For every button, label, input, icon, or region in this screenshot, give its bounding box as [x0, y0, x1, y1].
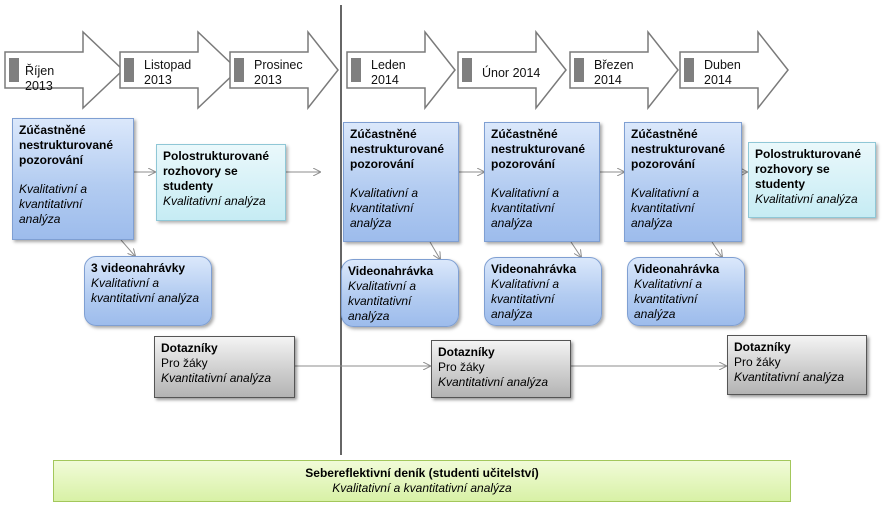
observation-title: Zúčastněné nestrukturované pozorování	[19, 123, 114, 167]
timeline-label: Březen 2014	[594, 58, 634, 87]
diary-bar: Sebereflektivní deník (studenti učitelst…	[53, 460, 791, 502]
video-subtitle: Kvalitativní a kvantitativní analýza	[348, 279, 417, 323]
questionnaire-subtitle: Kvantitativní analýza	[438, 375, 549, 389]
diary-title: Sebereflektivní deník (studenti učitelst…	[305, 466, 539, 480]
interview-subtitle: Kvalitativní analýza	[163, 194, 266, 208]
observation-subtitle: Kvalitativní a kvantitativní analýza	[350, 186, 419, 230]
video-box-mar: Videonahrávka Kvalitativní a kvantitativ…	[627, 257, 745, 326]
connector-obs1-to-video1	[120, 239, 135, 256]
diary-subtitle: Kvalitativní a kvantitativní analýza	[332, 481, 512, 495]
questionnaire-title: Dotazníky	[438, 345, 495, 359]
observation-box-feb: Zúčastněné nestrukturované pozorování Kv…	[484, 122, 600, 242]
video-subtitle: Kvalitativní a kvantitativní analýza	[491, 277, 560, 321]
interview-box-apr: Polostrukturované rozhovory se studenty …	[748, 142, 876, 218]
questionnaire-box-3: Dotazníky Pro žáky Kvantitativní analýza	[727, 335, 867, 395]
video-title: 3 videonahrávky	[91, 261, 186, 275]
timeline-label: Únor 2014	[482, 66, 541, 80]
arrow-shape	[569, 29, 679, 111]
video-box-feb: Videonahrávka Kvalitativní a kvantitativ…	[484, 257, 602, 326]
observation-box-jan: Zúčastněné nestrukturované pozorování Kv…	[343, 122, 459, 242]
arrow-shape	[679, 29, 789, 111]
arrow-shape	[457, 29, 567, 111]
interview-title: Polostrukturované rozhovory se studenty	[755, 147, 862, 191]
observation-subtitle: Kvalitativní a kvantitativní analýza	[19, 182, 88, 226]
video-title: Videonahrávka	[348, 264, 434, 278]
observation-title: Zúčastněné nestrukturované pozorování	[631, 127, 726, 171]
interview-title: Polostrukturované rozhovory se studenty	[163, 149, 270, 193]
connector-obs3-to-video3	[570, 241, 581, 257]
interview-subtitle: Kvalitativní analýza	[755, 192, 858, 206]
questionnaire-subtitle: Kvantitativní analýza	[734, 370, 845, 384]
observation-subtitle: Kvalitativní a kvantitativní analýza	[631, 186, 700, 230]
observation-subtitle: Kvalitativní a kvantitativní analýza	[491, 186, 560, 230]
timeline-label: Duben 2014	[704, 58, 741, 87]
timeline-label: Listopad 2013	[144, 58, 192, 87]
video-subtitle: Kvalitativní a kvantitativní analýza	[634, 277, 703, 321]
questionnaire-audience: Pro žáky	[438, 360, 485, 374]
video-subtitle: Kvalitativní a kvantitativní analýza	[91, 276, 200, 305]
observation-box-mar: Zúčastněné nestrukturované pozorování Kv…	[624, 122, 742, 242]
timeline-label: Říjen 2013	[25, 64, 55, 93]
arrow-shape	[346, 29, 456, 111]
questionnaire-title: Dotazníky	[734, 340, 791, 354]
observation-box-oct: Zúčastněné nestrukturované pozorování Kv…	[12, 118, 134, 240]
video-title: Videonahrávka	[634, 262, 720, 276]
questionnaire-audience: Pro žáky	[734, 355, 781, 369]
timeline-label: Leden 2014	[371, 58, 406, 87]
arrow-shape	[119, 30, 240, 110]
questionnaire-title: Dotazníky	[161, 341, 218, 355]
connector-obs2-to-video2	[429, 241, 440, 259]
timeline-label: Prosinec 2013	[254, 58, 303, 87]
video-title: Videonahrávka	[491, 262, 577, 276]
observation-title: Zúčastněné nestrukturované pozorování	[350, 127, 445, 171]
interview-box-nov: Polostrukturované rozhovory se studenty …	[156, 144, 286, 221]
arrow-shape	[229, 29, 339, 111]
questionnaire-subtitle: Kvantitativní analýza	[161, 371, 272, 385]
video-box-oct: 3 videonahrávky Kvalitativní a kvantitat…	[84, 256, 212, 326]
questionnaire-box-1: Dotazníky Pro žáky Kvantitativní analýza	[154, 336, 295, 398]
arrow-shape	[4, 30, 125, 110]
questionnaire-box-2: Dotazníky Pro žáky Kvantitativní analýza	[431, 340, 571, 398]
questionnaire-audience: Pro žáky	[161, 356, 208, 370]
connector-obs4-to-video4	[711, 241, 722, 257]
observation-title: Zúčastněné nestrukturované pozorování	[491, 127, 586, 171]
video-box-jan: Videonahrávka Kvalitativní a kvantitativ…	[341, 259, 459, 327]
